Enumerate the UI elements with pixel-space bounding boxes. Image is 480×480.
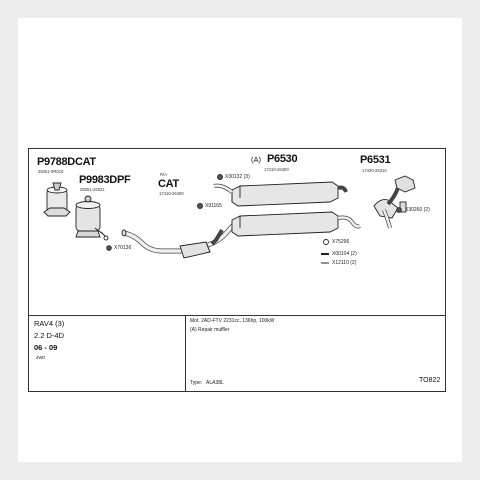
- catalog-code: TO822: [419, 377, 441, 384]
- note-repair: (A) Repair muffler: [190, 327, 230, 333]
- bolt-icon: [106, 245, 112, 251]
- sheet-divider: [29, 315, 445, 316]
- p6531-rear: [373, 175, 416, 229]
- part-p9788dcat: P9788DCAT: [37, 156, 96, 168]
- part-p6530-ref: 17410-26400: [264, 167, 289, 172]
- catalog-sheet: [28, 148, 446, 392]
- part-cat-ref: 17410-26400: [159, 191, 184, 196]
- ref-x91165: X91165: [205, 203, 222, 209]
- vehicle-model: RAV4 (3): [34, 319, 65, 328]
- part-p6531-ref: 17430-26310: [362, 168, 387, 173]
- dpf-component: [75, 195, 109, 241]
- ref-x30132: X30132 (3): [225, 174, 250, 180]
- ref-x70136: X70136: [114, 245, 132, 251]
- ref-x30260: X30260 (2): [405, 207, 430, 213]
- page: [18, 18, 462, 462]
- p6530-mufflers: [210, 181, 361, 246]
- part-p6530: P6530: [267, 153, 298, 165]
- type-label: Type:: [190, 380, 203, 386]
- ref-x00104: X00104 (2): [332, 251, 357, 257]
- part-p9788dcat-ref: 25051-0R010: [38, 169, 64, 174]
- ref-x12110: X12110 (2): [332, 260, 357, 266]
- gasket-icon: [197, 203, 203, 209]
- note-engine: Mot. 2AD-FTV 2231cc, 136hp, 100kW: [190, 318, 275, 324]
- vehicle-years: 06 - 09: [34, 343, 58, 352]
- type-value: ALA38L: [206, 380, 224, 386]
- dcat-component: [43, 182, 71, 217]
- info-divider: [185, 315, 186, 391]
- part-cat-prefix: R/A: [160, 172, 167, 177]
- ring-icon: [323, 239, 329, 245]
- part-cat: CAT: [158, 178, 179, 190]
- part-p9983dpf: P9983DPF: [79, 174, 131, 186]
- part-p6531: P6531: [360, 154, 391, 166]
- vehicle-drive: 4WD: [36, 355, 46, 360]
- part-p6530-label: (A): [251, 155, 261, 164]
- vehicle-engine: 2.2 D-4D: [34, 331, 65, 340]
- clamp-icon: [217, 174, 223, 180]
- ref-x75296: X75296: [332, 239, 350, 245]
- hanger-icon: [396, 207, 402, 213]
- part-p9983dpf-ref: 25051-26021: [80, 187, 105, 192]
